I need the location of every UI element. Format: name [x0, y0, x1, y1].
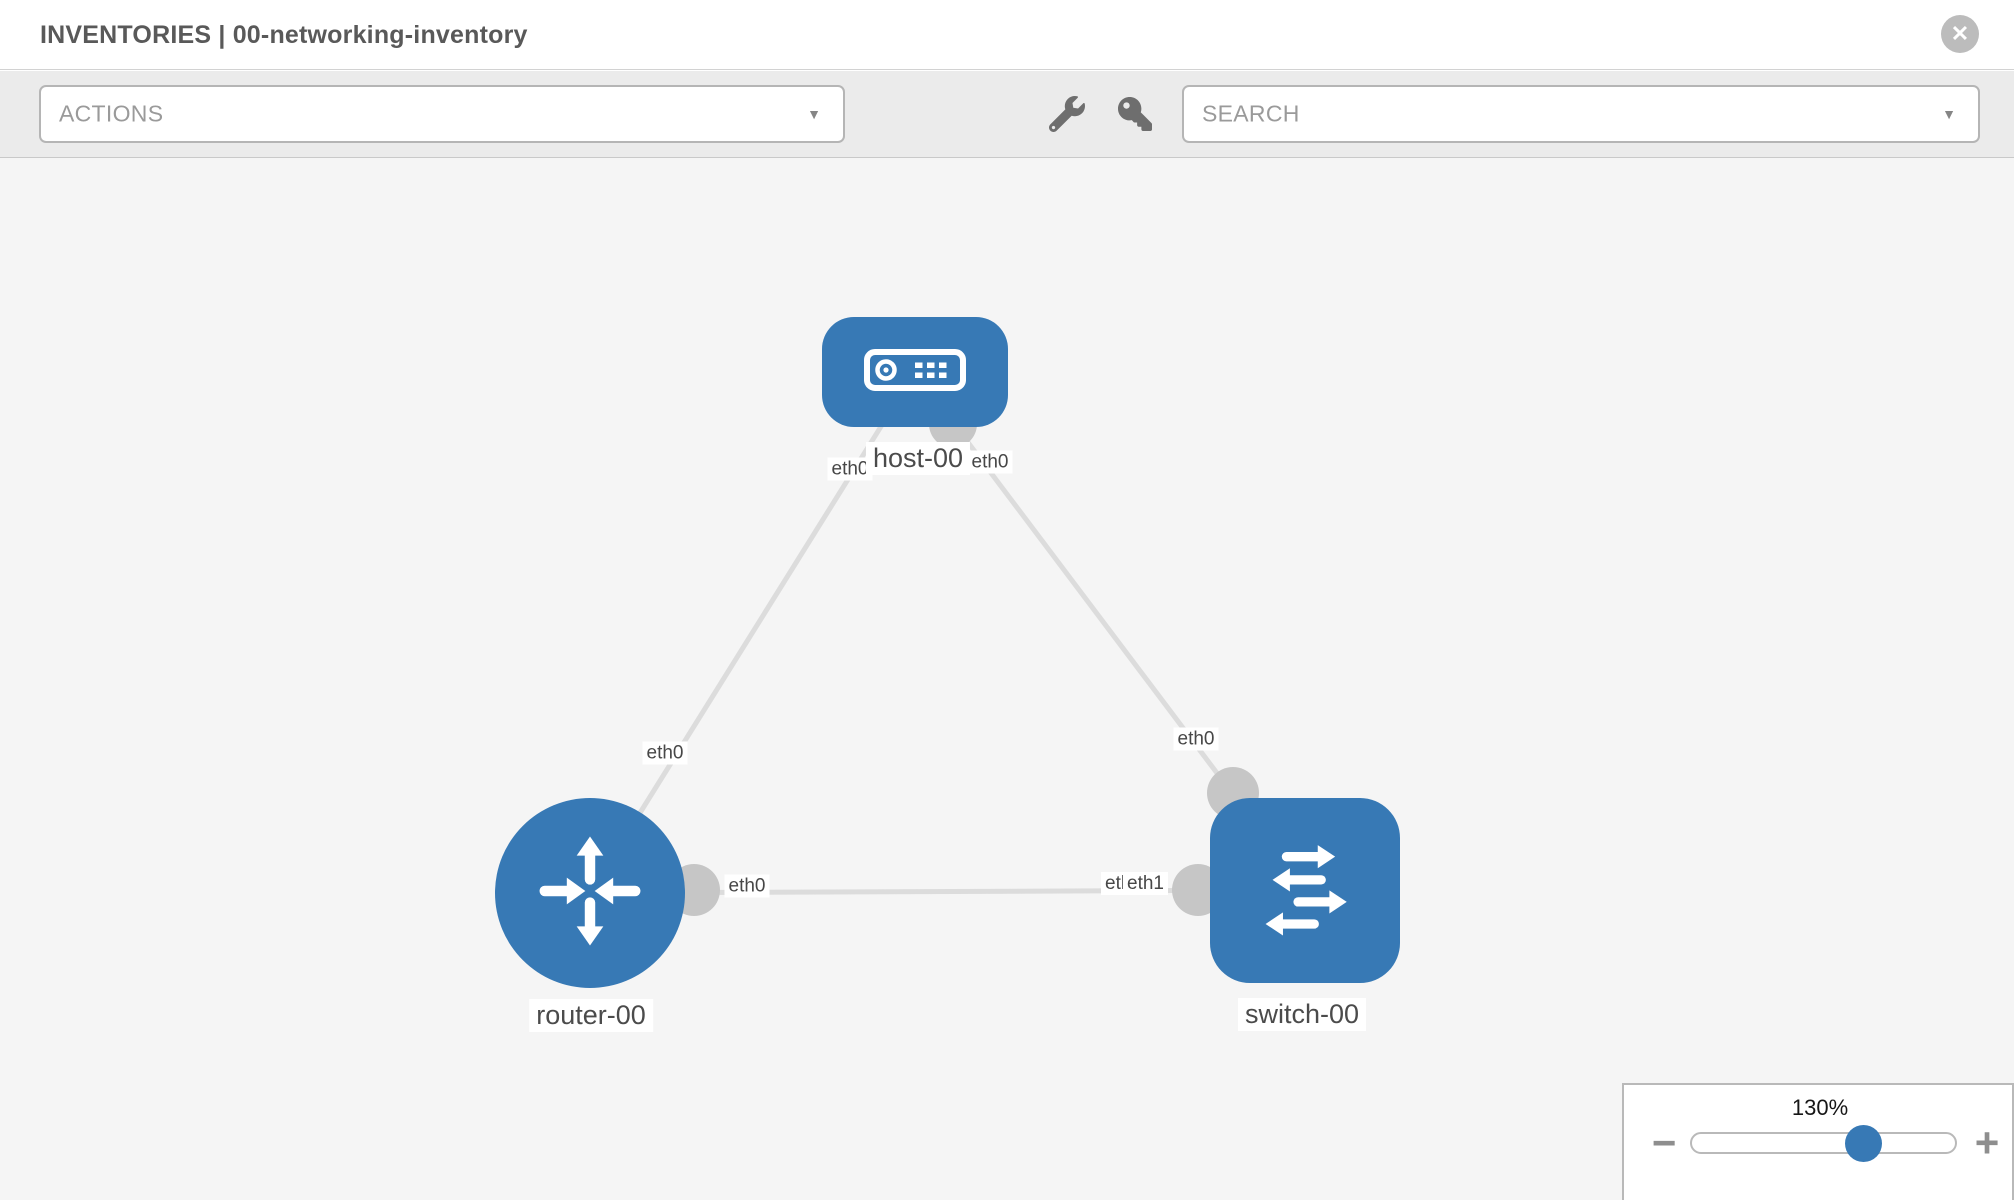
port-label-eth0: eth0 — [642, 741, 688, 765]
zoom-slider-handle[interactable] — [1845, 1125, 1882, 1162]
port-label-eth0: eth0 — [724, 874, 770, 898]
node-label-router: router-00 — [529, 999, 653, 1032]
zoom-in-button[interactable]: + — [1964, 1117, 2010, 1173]
zoom-slider-track[interactable] — [1690, 1132, 1957, 1154]
node-label-host: host-00 — [865, 442, 971, 475]
port-label-eth0: eth0 — [1173, 727, 1219, 751]
toolbar: ACTIONS ▼ SEARCH ▼ — [0, 71, 2014, 158]
search-dropdown[interactable]: SEARCH ▼ — [1182, 85, 1980, 143]
key-icon — [1118, 96, 1152, 136]
router-icon — [532, 833, 648, 954]
switch-icon — [1246, 830, 1364, 951]
chevron-down-icon: ▼ — [807, 106, 821, 122]
node-host-00[interactable] — [822, 317, 1008, 427]
port-label-eth0: eth0 — [967, 450, 1013, 474]
node-label-switch: switch-00 — [1237, 998, 1367, 1031]
wrench-icon — [1048, 95, 1085, 137]
host-icon — [863, 348, 967, 397]
node-router-00[interactable] — [495, 798, 685, 988]
plus-icon: + — [1974, 1119, 2000, 1166]
actions-dropdown[interactable]: ACTIONS ▼ — [39, 85, 845, 143]
zoom-panel: 130% − + — [1622, 1083, 2014, 1200]
port-label-eth0: eth0 — [827, 457, 873, 481]
page-title: INVENTORIES | 00-networking-inventory — [40, 21, 528, 49]
zoom-level-value: 130% — [1791, 1095, 1849, 1120]
configure-button[interactable] — [1047, 95, 1087, 137]
chevron-down-icon: ▼ — [1942, 106, 1956, 122]
search-dropdown-label: SEARCH — [1202, 100, 1300, 127]
node-switch-00[interactable] — [1210, 798, 1400, 983]
topology-canvas[interactable]: host-00 router-00 switch-00 eth0 eth0 et… — [0, 158, 2014, 1200]
minus-icon: − — [1651, 1119, 1677, 1166]
port-label-eth1: eth1 — [1123, 872, 1168, 895]
credentials-button[interactable] — [1115, 96, 1155, 136]
close-button[interactable]: ✕ — [1941, 15, 1979, 53]
topology-links-layer — [587, 370, 1307, 896]
header-bar: INVENTORIES | 00-networking-inventory ✕ — [0, 0, 2014, 70]
actions-dropdown-label: ACTIONS — [59, 100, 164, 127]
zoom-out-button[interactable]: − — [1641, 1117, 1687, 1173]
close-icon: ✕ — [1950, 21, 1970, 46]
